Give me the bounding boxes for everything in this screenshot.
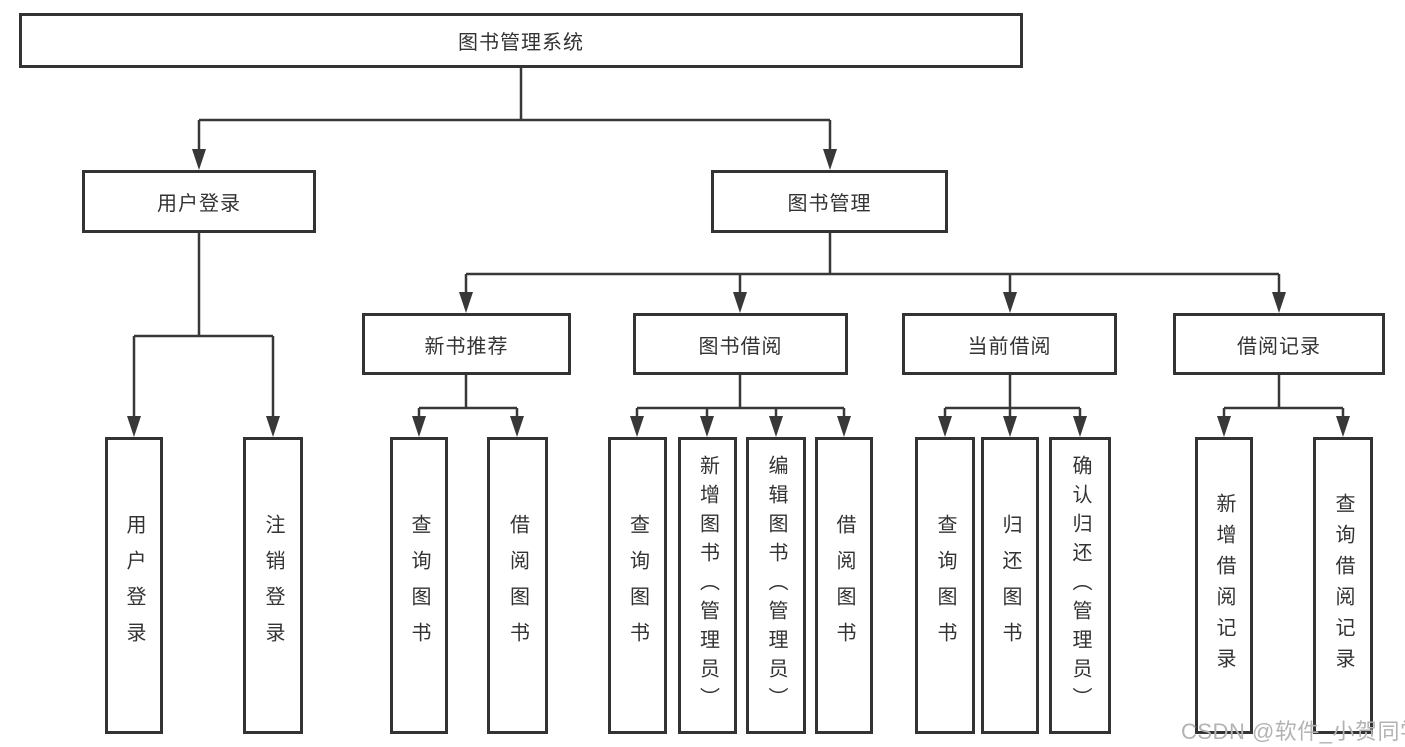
node-label: 编辑图书（管理员）: [765, 455, 787, 716]
node-book-management: 图书管理: [711, 170, 948, 233]
node-label: 新增借阅记录: [1213, 492, 1235, 679]
leaf-user-login: 用户登录: [105, 437, 163, 734]
node-label: 确认归还（管理员）: [1069, 455, 1091, 716]
node-label: 借阅记录: [1237, 335, 1321, 358]
node-label: 新增图书（管理员）: [696, 455, 719, 716]
node-label: 注销登录: [262, 513, 284, 658]
leaf-query-books-recommend: 查询图书: [390, 437, 448, 734]
node-label: 借阅图书: [833, 513, 855, 658]
leaf-borrow-books: 借阅图书: [815, 437, 873, 734]
leaf-query-books-borrowing: 查询图书: [608, 437, 667, 734]
leaf-edit-books-admin: 编辑图书（管理员）: [746, 437, 806, 734]
node-label: 查询图书: [934, 513, 956, 658]
leaf-return-books: 归还图书: [981, 437, 1039, 734]
node-label: 查询借阅记录: [1332, 492, 1354, 679]
leaf-query-books-current: 查询图书: [915, 437, 975, 734]
node-label: 借阅图书: [506, 513, 529, 658]
node-new-book-recommend: 新书推荐: [362, 313, 571, 375]
node-current-borrowing: 当前借阅: [902, 313, 1117, 375]
leaf-add-borrow-record: 新增借阅记录: [1195, 437, 1253, 734]
arrowheads: [127, 149, 1350, 437]
node-label: 用户登录: [123, 513, 145, 658]
node-label: 查询图书: [626, 513, 649, 658]
leaf-logout: 注销登录: [243, 437, 303, 734]
node-label: 图书借阅: [698, 335, 783, 358]
node-label: 用户登录: [157, 193, 241, 215]
leaf-query-borrow-record: 查询借阅记录: [1313, 437, 1373, 734]
leaf-borrow-books-recommend: 借阅图书: [487, 437, 548, 734]
leaf-add-books-admin: 新增图书（管理员）: [678, 437, 737, 734]
node-label: 当前借阅: [967, 335, 1052, 358]
leaf-confirm-return-admin: 确认归还（管理员）: [1049, 437, 1111, 734]
node-label: 新书推荐: [424, 335, 509, 358]
node-label: 归还图书: [999, 513, 1021, 658]
node-label: 查询图书: [408, 513, 430, 658]
node-user-login: 用户登录: [82, 170, 316, 233]
node-borrowing-records: 借阅记录: [1173, 313, 1385, 375]
node-library-management-system: 图书管理系统: [19, 13, 1023, 68]
csdn-watermark: CSDN @软件_小贺同学: [1181, 719, 1405, 744]
node-book-borrowing: 图书借阅: [633, 313, 848, 375]
node-label: 图书管理系统: [458, 32, 584, 54]
node-label: 图书管理: [787, 193, 872, 215]
